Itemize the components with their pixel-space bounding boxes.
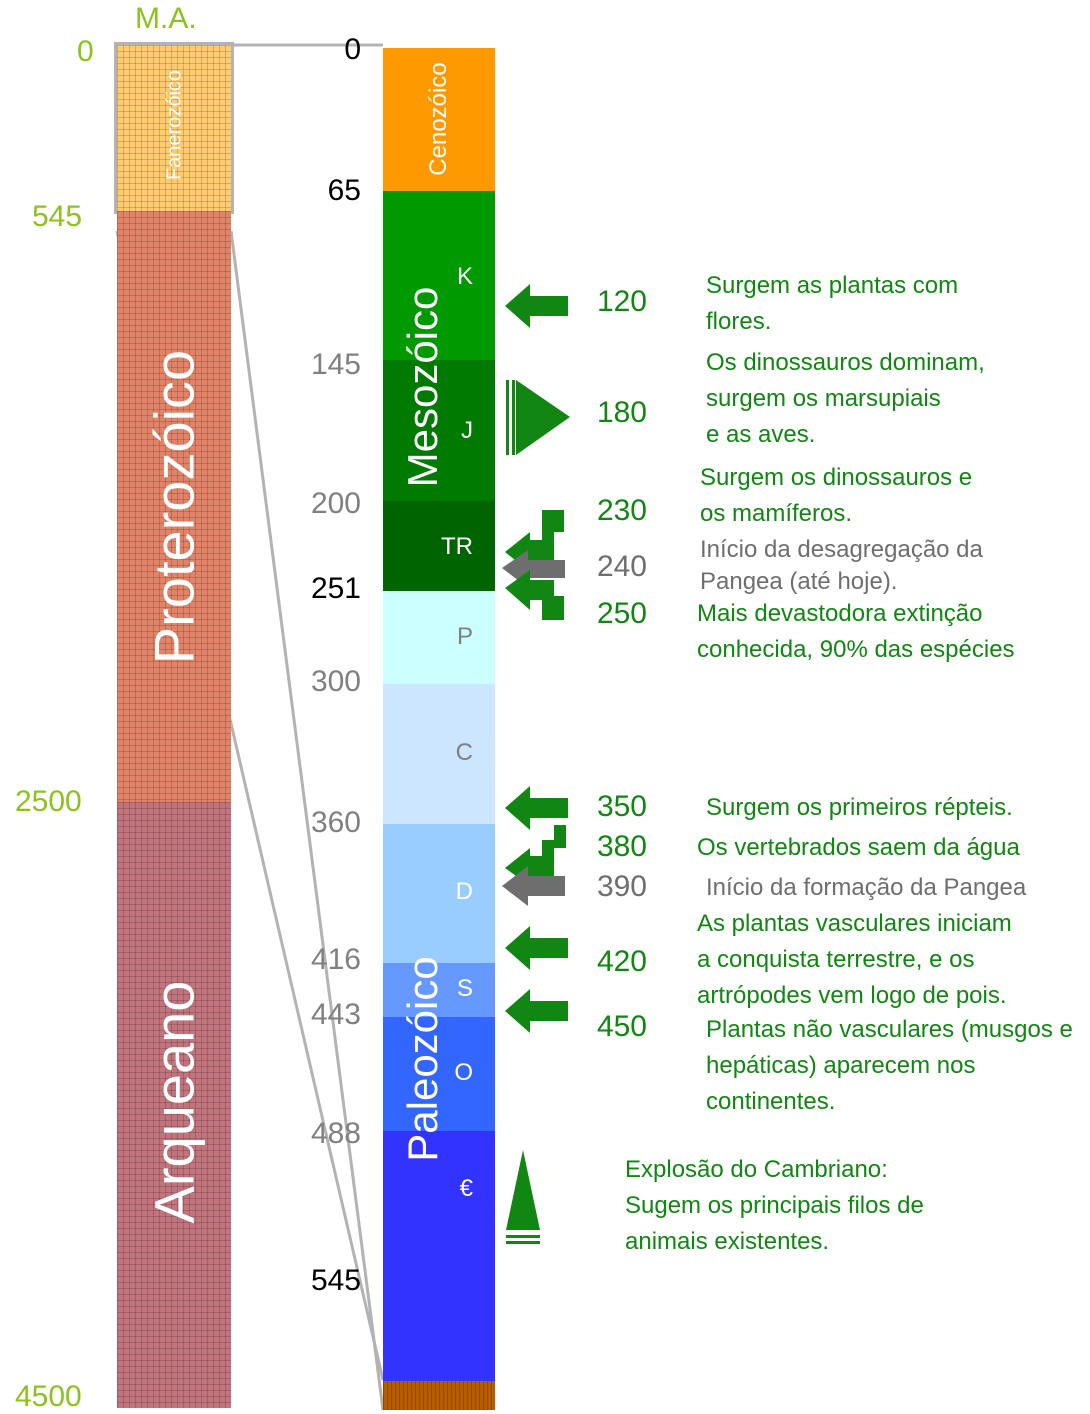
eon-fanerozoico: Fanerozóico xyxy=(114,42,234,214)
arrow-420-icon xyxy=(505,926,568,970)
period-c-label: C xyxy=(455,739,473,766)
period-triassic: TR xyxy=(383,501,495,591)
period-tr-label: TR xyxy=(441,533,473,560)
left-tick-0: 0 xyxy=(77,35,94,68)
period-s-label: S xyxy=(456,975,473,1002)
tick-65: 65 xyxy=(327,174,361,207)
tick-360: 360 xyxy=(310,806,361,839)
left-tick-545: 545 xyxy=(32,200,83,233)
tick-416: 416 xyxy=(310,943,361,976)
event-390-text: Início da formação da Pangea xyxy=(706,874,1027,901)
tick-200: 200 xyxy=(310,487,361,520)
eon-fanerozoico-label: Fanerozóico xyxy=(163,69,186,181)
left-tick-4500: 4500 xyxy=(15,1380,82,1413)
era-paleozoico-label-wrap: Paleozóico xyxy=(383,591,463,1161)
event-420-value: 420 xyxy=(596,945,647,978)
event-230-value: 230 xyxy=(596,494,647,527)
event-120-text: Surgem as plantas com flores. xyxy=(706,272,959,335)
eon-arqueano: Arqueano xyxy=(117,802,231,1408)
tick-488: 488 xyxy=(310,1117,361,1150)
event-180-text: Os dinossauros dominam, surgem os marsup… xyxy=(706,349,985,448)
period-d-label: D xyxy=(455,878,473,905)
period-ordovician: O xyxy=(383,1017,495,1131)
scale-unit-label: M.A. xyxy=(135,2,197,35)
period-p-label: P xyxy=(456,623,473,650)
era-paleozoico-label: Paleozóico xyxy=(399,956,446,1162)
event-arrows xyxy=(502,284,570,1244)
event-180-value: 180 xyxy=(596,396,647,429)
event-450-text: Plantas não vasculares (musgos e hepátic… xyxy=(706,1016,1073,1115)
arrow-240-icon xyxy=(502,550,565,588)
period-cambrian-label: € xyxy=(459,1175,473,1202)
eon-proterozoico-label: Proterozóico xyxy=(142,349,206,665)
arrow-350-icon xyxy=(505,786,568,830)
event-420-text: As plantas vasculares iniciam a conquist… xyxy=(697,910,1012,1009)
event-350-value: 350 xyxy=(596,790,647,823)
event-250-text: Mais devastodora extinção conhecida, 90%… xyxy=(697,600,1015,663)
event-390-value: 390 xyxy=(596,870,647,903)
arrow-cambrian-icon xyxy=(506,1150,540,1244)
event-240-value: 240 xyxy=(596,550,647,583)
arrow-120-icon xyxy=(505,284,568,328)
event-350-text: Surgem os primeiros répteis. xyxy=(706,794,1013,821)
eon-proterozoico: Proterozóico xyxy=(117,211,231,802)
eon-arqueano-label: Arqueano xyxy=(142,980,206,1224)
era-cenozoico: Cenozóico xyxy=(383,48,495,191)
precambriano-rect xyxy=(383,1381,495,1410)
tick-145: 145 xyxy=(310,348,361,381)
event-cambrian-text: Explosão do Cambriano: Sugem os principa… xyxy=(625,1156,924,1255)
period-silurian: S xyxy=(383,963,495,1017)
event-240-text: Início da desagregação da Pangea (até ho… xyxy=(700,536,983,595)
period-k-label: K xyxy=(456,263,473,290)
period-o-label: O xyxy=(454,1059,473,1086)
period-cambrian: € xyxy=(383,1131,495,1381)
era-mesozoico-label-wrap: Mesozóico xyxy=(383,191,463,591)
tick-0: 0 xyxy=(344,33,361,66)
event-380-text: Os vertebrados saem da água xyxy=(697,834,1020,861)
era-mesozoico-label: Mesozóico xyxy=(399,286,446,488)
tick-443: 443 xyxy=(310,998,361,1031)
event-380-value: 380 xyxy=(596,830,647,863)
event-250-value: 250 xyxy=(596,597,647,630)
left-tick-2500: 2500 xyxy=(15,785,82,818)
arrow-390-icon xyxy=(502,866,565,906)
event-450-value: 450 xyxy=(596,1010,647,1043)
arrow-450-icon xyxy=(505,989,568,1033)
arrow-380-icon xyxy=(505,825,566,886)
era-cenozoico-label: Cenozóico xyxy=(425,62,452,176)
period-carboniferous: C xyxy=(383,684,495,824)
period-devonian: D xyxy=(383,824,495,963)
period-jurassic: J xyxy=(383,360,495,501)
arrow-180-icon xyxy=(506,380,570,455)
event-230-text: Surgem os dinossauros e os mamíferos. xyxy=(700,464,973,527)
right-connector xyxy=(229,230,385,1411)
tick-300: 300 xyxy=(310,665,361,698)
period-cretaceous: K xyxy=(383,191,495,360)
event-120-value: 120 xyxy=(596,285,647,318)
tick-545: 545 xyxy=(310,1264,361,1297)
tick-251: 251 xyxy=(310,572,361,605)
precambriano-labels xyxy=(383,1381,495,1410)
period-j-label: J xyxy=(461,417,473,444)
arrow-250-icon xyxy=(505,570,564,620)
period-permian: P xyxy=(383,591,495,684)
